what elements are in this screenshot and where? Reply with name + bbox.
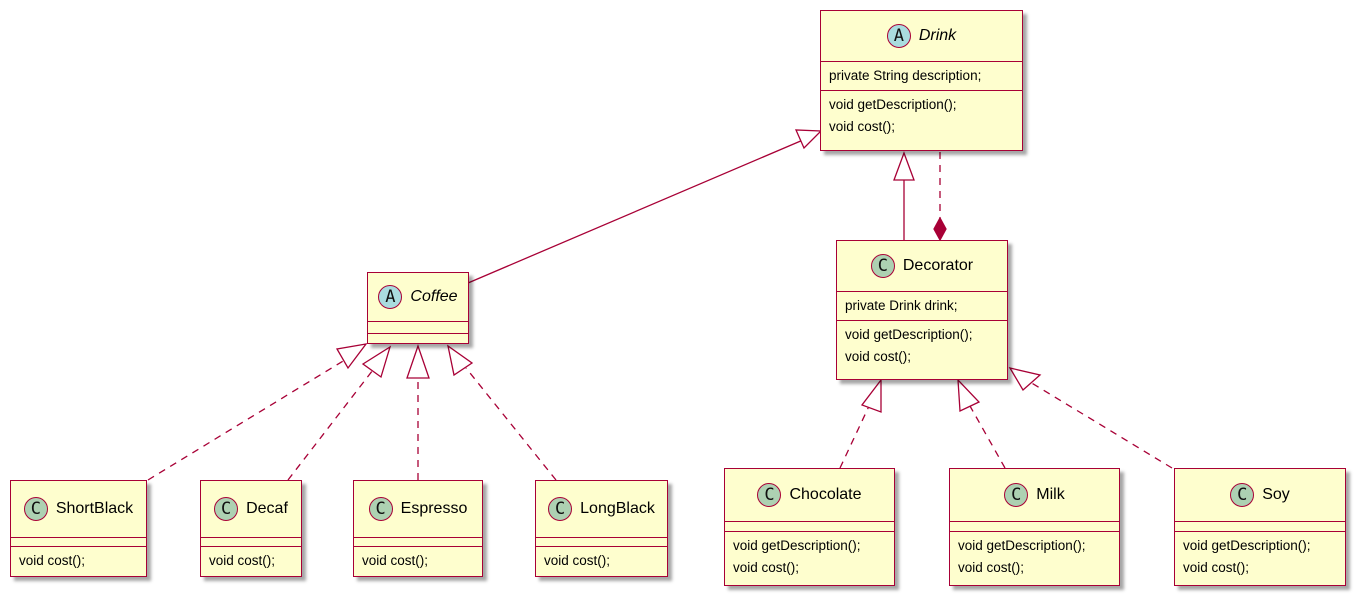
class-header: C Espresso — [354, 481, 482, 537]
method: void getDescription(); — [845, 327, 973, 342]
class-drink[interactable]: A Drink private String description; void… — [820, 10, 1023, 151]
methods-section: void getDescription(); void cost(); — [725, 531, 894, 582]
method: void getDescription(); — [733, 538, 861, 553]
class-header: A Coffee — [368, 273, 468, 321]
class-icon: C — [548, 497, 573, 521]
fields-section — [536, 537, 667, 546]
realization-arrowhead — [406, 344, 430, 379]
method: void getDescription(); — [958, 538, 1086, 553]
method: void cost(); — [733, 560, 800, 575]
methods-section: void cost(); — [536, 546, 667, 575]
realization-arrowhead — [335, 343, 368, 370]
fields-section — [368, 321, 468, 333]
edge-milk-decorator — [969, 405, 1006, 469]
field: private String description; — [829, 68, 982, 83]
fields-section — [201, 537, 301, 546]
edge-soy-decorator — [1029, 381, 1173, 469]
methods-section: void getDescription(); void cost(); — [1175, 531, 1345, 582]
class-icon: C — [214, 497, 239, 521]
class-name: LongBlack — [580, 500, 655, 517]
composition-diamond — [933, 216, 947, 242]
fields-section — [354, 537, 482, 546]
class-icon: C — [1004, 483, 1029, 507]
class-header: C Decorator — [837, 241, 1007, 291]
class-name: Milk — [1036, 486, 1065, 503]
class-icon: C — [368, 497, 393, 521]
methods-section: void cost(); — [354, 546, 482, 575]
class-header: C LongBlack — [536, 481, 667, 537]
class-header: C Soy — [1175, 469, 1345, 521]
fields-section — [1175, 521, 1345, 531]
class-coffee[interactable]: A Coffee — [367, 272, 469, 344]
fields-section: private String description; — [821, 61, 1022, 90]
class-name: Espresso — [400, 500, 468, 517]
class-milk[interactable]: C Milk void getDescription(); void cost(… — [949, 468, 1120, 586]
fields-section — [11, 537, 146, 546]
class-longblack[interactable]: C LongBlack void cost(); — [535, 480, 668, 577]
class-icon: C — [1230, 483, 1255, 507]
class-name: Drink — [918, 27, 957, 44]
abstract-class-icon: A — [886, 24, 911, 48]
edge-longblack-coffee — [465, 367, 557, 481]
method: void cost(); — [362, 553, 429, 568]
class-icon: C — [23, 497, 48, 521]
method: void getDescription(); — [1183, 538, 1311, 553]
edge-chocolate-decorator — [839, 403, 871, 469]
inheritance-arrowhead — [794, 129, 823, 150]
fields-section: private Drink drink; — [837, 291, 1007, 320]
class-name: Chocolate — [789, 486, 862, 503]
class-name: Soy — [1262, 486, 1290, 503]
methods-section — [368, 333, 468, 345]
method: void cost(); — [958, 560, 1025, 575]
class-name: Decorator — [902, 257, 974, 274]
edge-coffee-drink — [467, 139, 804, 284]
realization-arrowhead — [1008, 367, 1042, 392]
realization-arrowhead — [957, 378, 981, 412]
class-espresso[interactable]: C Espresso void cost(); — [353, 480, 483, 577]
class-decaf[interactable]: C Decaf void cost(); — [200, 480, 302, 577]
class-name: Coffee — [410, 288, 458, 305]
class-icon: C — [870, 254, 895, 278]
edge-shortblack-coffee — [147, 357, 349, 481]
methods-section: void getDescription(); void cost(); — [837, 320, 1007, 371]
class-header: C Milk — [950, 469, 1119, 521]
method: void cost(); — [1183, 560, 1250, 575]
class-header: C ShortBlack — [11, 481, 146, 537]
methods-section: void cost(); — [201, 546, 301, 575]
realization-arrowhead — [361, 345, 392, 379]
method: void cost(); — [845, 349, 912, 364]
class-icon: C — [757, 483, 782, 507]
method: void cost(); — [19, 553, 86, 568]
method: void cost(); — [829, 119, 896, 134]
methods-section: void cost(); — [11, 546, 146, 575]
realization-arrowhead — [447, 344, 474, 377]
class-name: ShortBlack — [55, 500, 134, 517]
realization-arrowhead — [860, 378, 882, 413]
inheritance-arrowhead — [893, 151, 915, 181]
method: void cost(); — [209, 553, 276, 568]
method: void cost(); — [544, 553, 611, 568]
class-soy[interactable]: C Soy void getDescription(); void cost()… — [1174, 468, 1346, 586]
class-decorator[interactable]: C Decorator private Drink drink; void ge… — [836, 240, 1008, 380]
method: void getDescription(); — [829, 97, 957, 112]
class-header: C Chocolate — [725, 469, 894, 521]
class-name: Decaf — [246, 500, 288, 517]
class-chocolate[interactable]: C Chocolate void getDescription(); void … — [724, 468, 895, 586]
class-header: A Drink — [821, 11, 1022, 61]
abstract-class-icon: A — [378, 285, 403, 309]
class-shortblack[interactable]: C ShortBlack void cost(); — [10, 480, 147, 577]
methods-section: void getDescription(); void cost(); — [821, 90, 1022, 141]
fields-section — [725, 521, 894, 531]
edge-decaf-coffee — [287, 365, 377, 481]
class-header: C Decaf — [201, 481, 301, 537]
field: private Drink drink; — [845, 298, 958, 313]
methods-section: void getDescription(); void cost(); — [950, 531, 1119, 582]
fields-section — [950, 521, 1119, 531]
